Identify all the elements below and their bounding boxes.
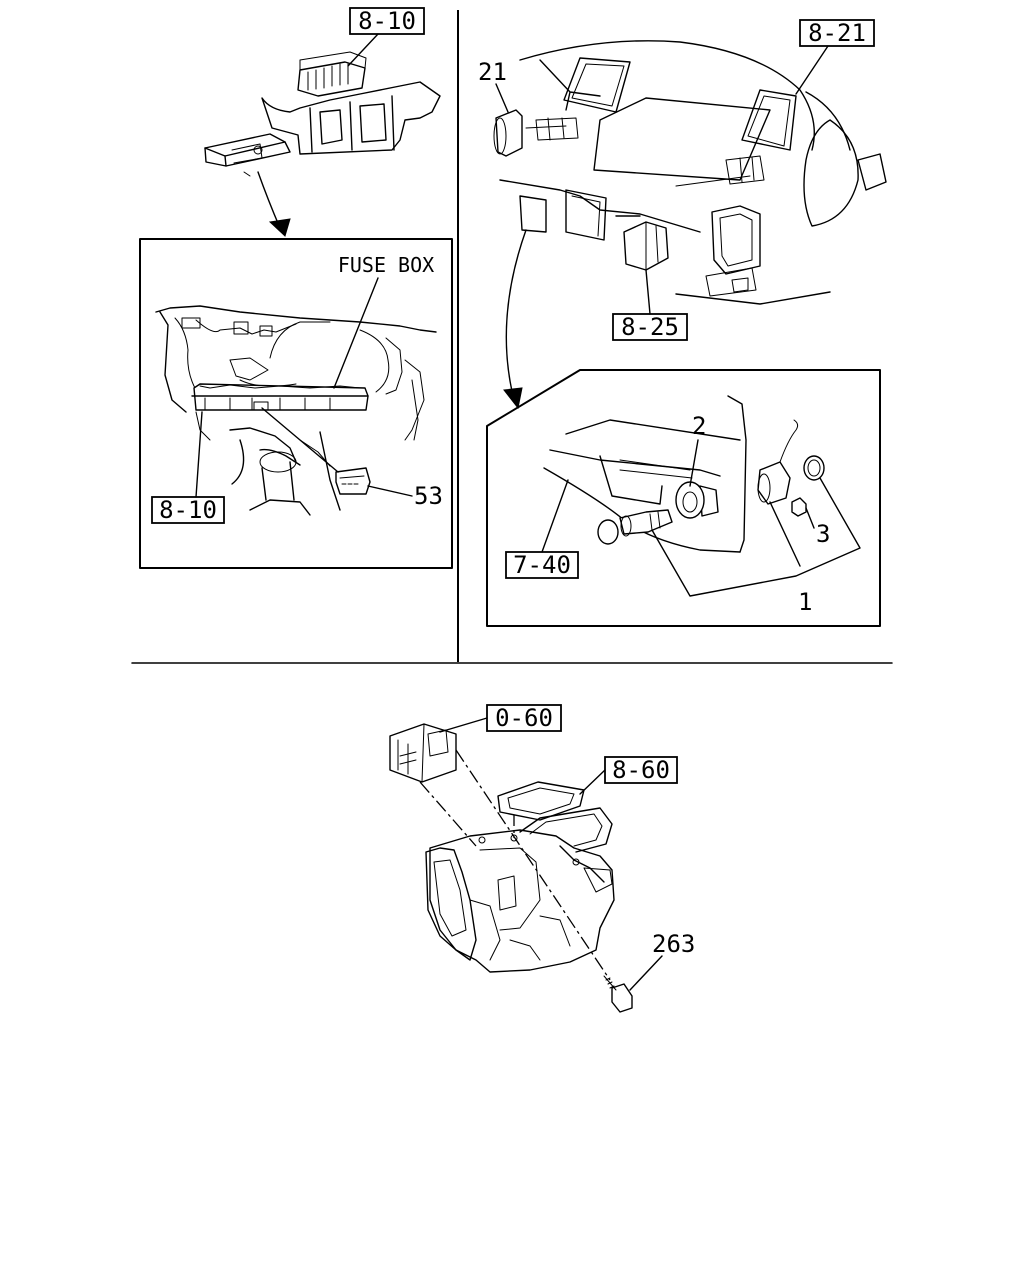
part-label-3: 3	[805, 507, 830, 548]
callout-arrow-left	[257, 171, 291, 237]
fuse-box-inset	[139, 238, 453, 569]
part-label-2: 2	[689, 412, 706, 487]
part-label-21: 21	[478, 58, 509, 113]
svg-text:3: 3	[816, 520, 830, 548]
svg-text:8-25: 8-25	[621, 313, 679, 341]
ref-bottom-top: 0-60	[439, 704, 562, 733]
lighter-inset	[486, 369, 881, 627]
part-label-263: 263	[629, 930, 695, 991]
part-label-1: 1	[651, 477, 861, 616]
ref-inset-right: 7-40	[505, 479, 579, 579]
panel-dividers	[131, 10, 893, 664]
fuse-box-caption: FUSE BOX	[333, 253, 434, 389]
callout-arrow-right	[503, 229, 527, 410]
svg-text:1: 1	[798, 588, 812, 616]
svg-text:21: 21	[478, 58, 507, 86]
svg-text:263: 263	[652, 930, 695, 958]
heater-unit-illustration	[389, 723, 633, 1013]
svg-text:8-10: 8-10	[358, 7, 416, 35]
part-label-53: 53	[367, 482, 443, 510]
svg-text:0-60: 0-60	[495, 704, 553, 732]
svg-text:8-10: 8-10	[159, 496, 217, 524]
svg-text:8-21: 8-21	[808, 19, 866, 47]
ref-bottom-right: 8-60	[579, 756, 678, 795]
ref-center-right: 8-25	[612, 269, 688, 341]
svg-text:8-60: 8-60	[612, 756, 670, 784]
ref-top-left: 8-10	[347, 7, 425, 67]
svg-text:FUSE BOX: FUSE BOX	[338, 253, 434, 277]
svg-text:53: 53	[414, 482, 443, 510]
svg-text:7-40: 7-40	[513, 551, 571, 579]
dash-lower-illustration	[204, 51, 441, 177]
ref-inset-left: 8-10	[151, 411, 225, 524]
instrument-panel-illustration	[493, 40, 887, 305]
svg-text:2: 2	[692, 412, 706, 440]
ref-top-right: 8-21	[795, 19, 875, 95]
